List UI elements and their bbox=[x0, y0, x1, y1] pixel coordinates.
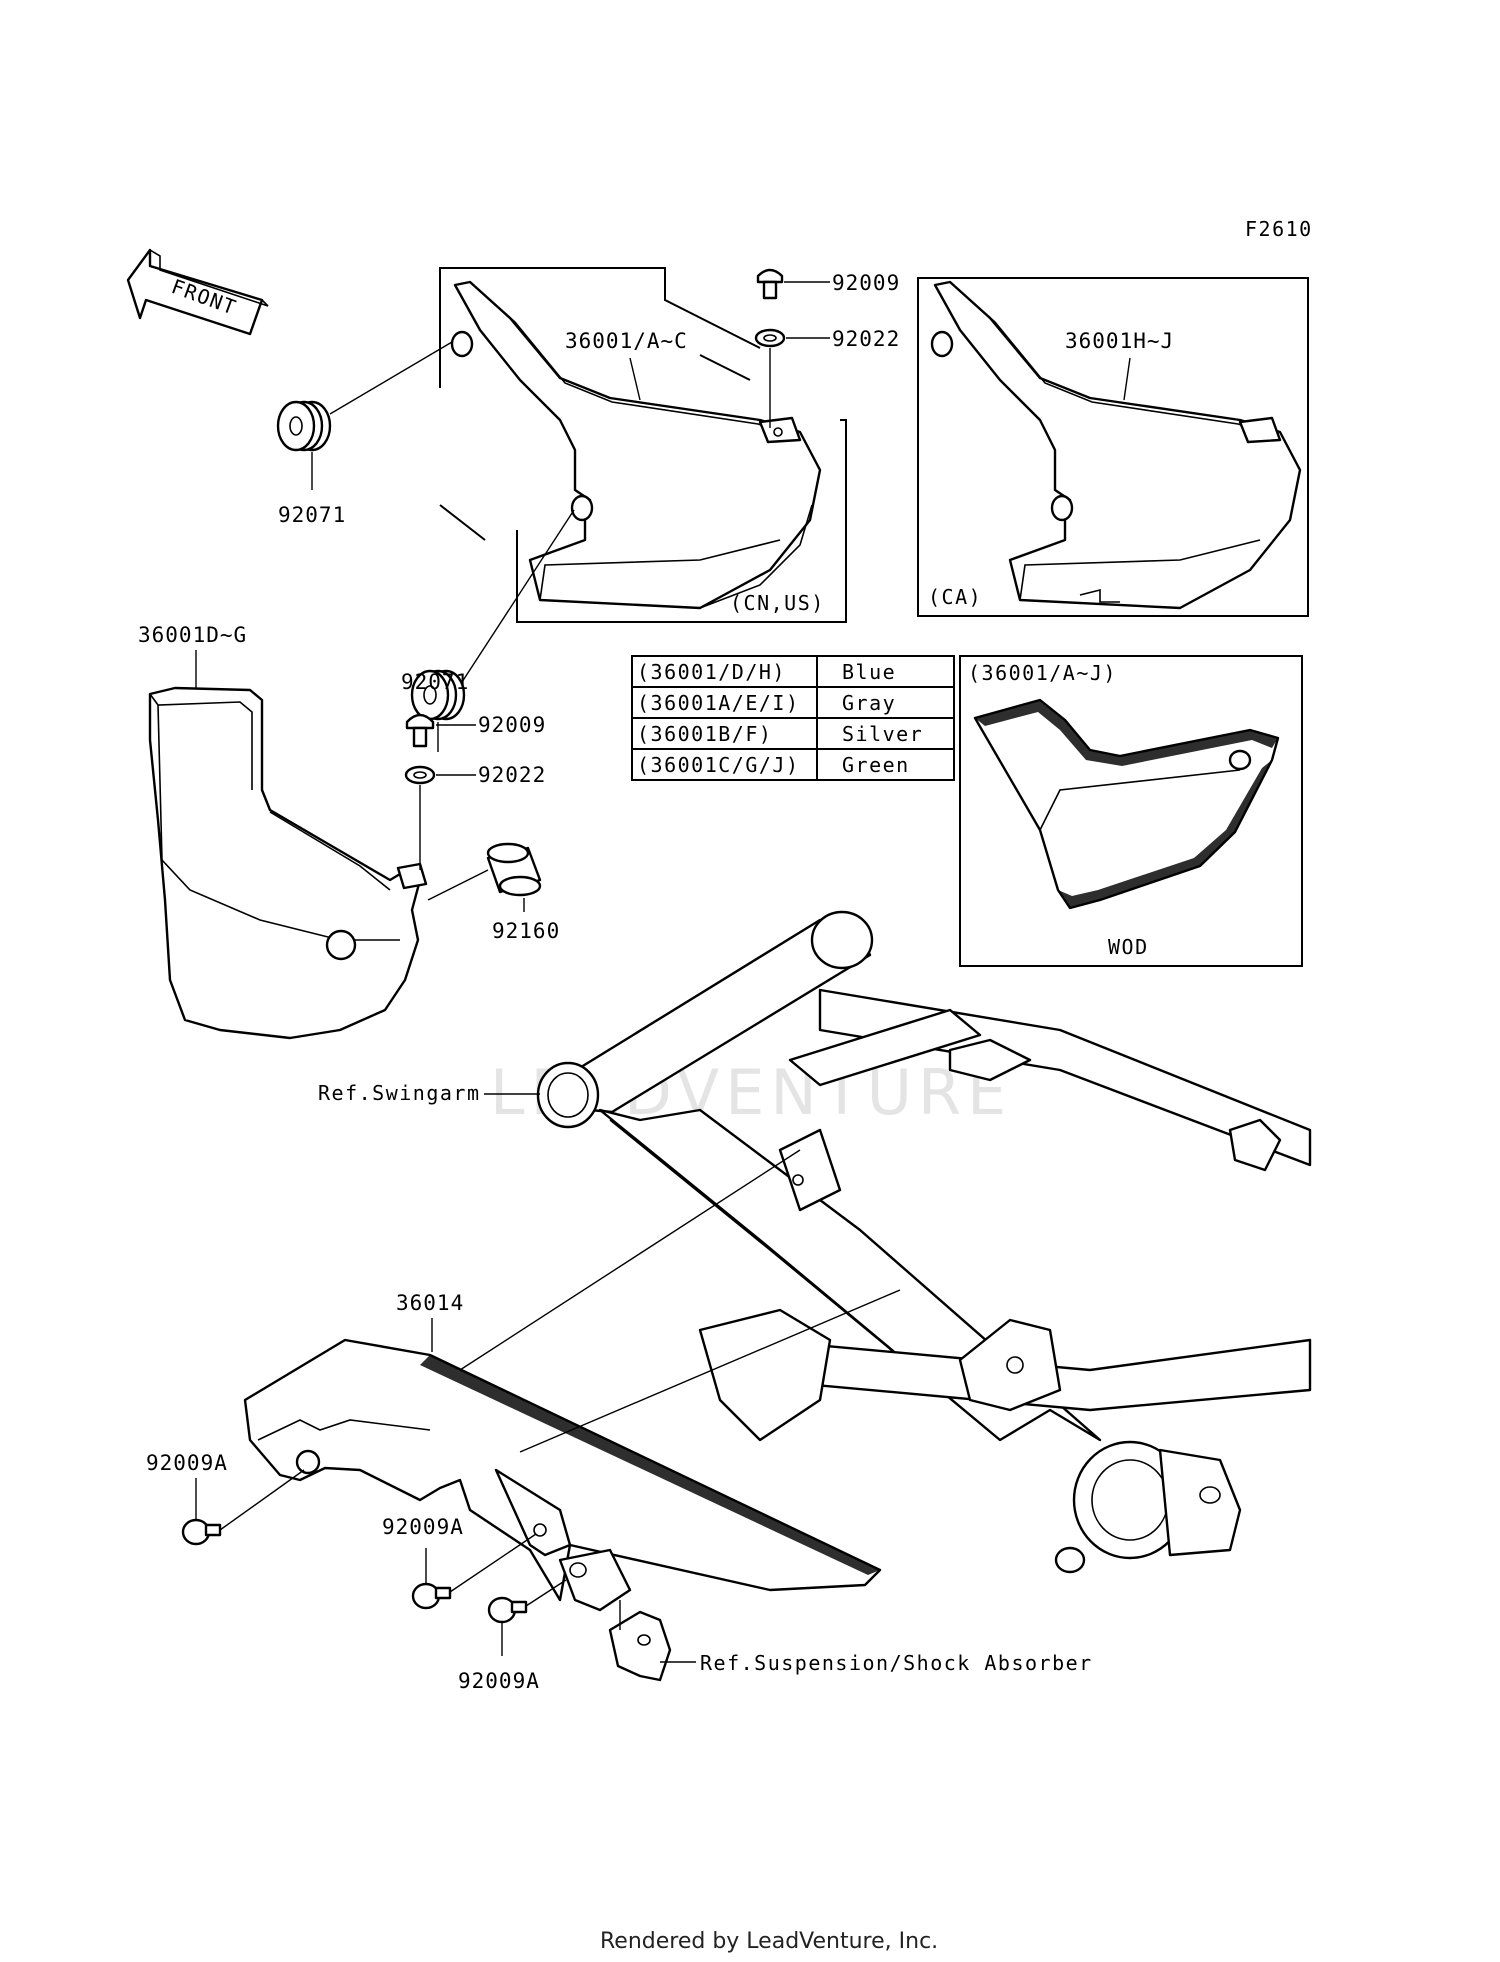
bolt-92009a-3 bbox=[487, 1596, 528, 1624]
chain-guard bbox=[243, 1338, 882, 1612]
side-cover-left bbox=[148, 686, 428, 1040]
chain-guard-label: 36014 bbox=[396, 1291, 464, 1315]
region-ca-label: (CA) bbox=[928, 585, 982, 609]
footer-credit: Rendered by LeadVenture, Inc. bbox=[600, 1929, 938, 1954]
color-table-color-3: Silver bbox=[842, 722, 923, 746]
washer-92022-left bbox=[404, 765, 436, 785]
grommet-92071-upper-label: 92071 bbox=[278, 503, 346, 527]
region-cn-us-label: (CN,US) bbox=[730, 591, 825, 615]
bolt-92009a-2 bbox=[411, 1582, 452, 1610]
color-table-part-1: (36001/D/H) bbox=[637, 660, 786, 684]
color-table-part-4: (36001C/G/J) bbox=[637, 753, 800, 777]
bolt-92009a-1-label: 92009A bbox=[146, 1451, 228, 1475]
ref-suspension-label: Ref.Suspension/Shock Absorber bbox=[700, 1651, 1093, 1675]
color-table: (36001/D/H) Blue (36001A/E/I) Gray (3600… bbox=[631, 655, 955, 781]
bolt-92009a-1 bbox=[181, 1518, 222, 1546]
bolt-92009a-3-label: 92009A bbox=[458, 1669, 540, 1693]
side-cover-left-label: 36001D~G bbox=[138, 623, 247, 647]
collar-92160-label: 92160 bbox=[492, 919, 560, 943]
ca-cover-frame bbox=[917, 277, 1309, 617]
grommet-lower-text: 92071 bbox=[401, 670, 469, 694]
washer-92022-top bbox=[754, 328, 786, 348]
figure-code: F2610 bbox=[1245, 217, 1313, 241]
grommet-92071-lower bbox=[410, 669, 466, 721]
side-cover-us bbox=[453, 280, 822, 610]
side-cover-ca bbox=[930, 280, 1302, 610]
wod-header-label: (36001/A~J) bbox=[968, 661, 1117, 685]
ref-swingarm-label: Ref.Swingarm bbox=[318, 1081, 481, 1105]
color-table-color-2: Gray bbox=[842, 691, 896, 715]
color-table-part-3: (36001B/F) bbox=[637, 722, 772, 746]
screw-92009-top-label: 92009 bbox=[832, 271, 900, 295]
side-cover-ca-label: 36001H~J bbox=[1065, 329, 1174, 353]
front-arrow-icon: FRONT bbox=[126, 248, 269, 336]
wod-caption: WOD bbox=[1108, 935, 1149, 959]
screw-92009-left-label: 92009 bbox=[478, 713, 546, 737]
color-table-part-2: (36001A/E/I) bbox=[637, 691, 800, 715]
side-cover-us-label: 36001/A~C bbox=[565, 329, 688, 353]
collar-92160 bbox=[486, 842, 542, 897]
wod-frame bbox=[959, 655, 1303, 967]
shock-bracket bbox=[608, 1610, 672, 1682]
bolt-92009a-2-label: 92009A bbox=[382, 1515, 464, 1539]
swingarm bbox=[536, 910, 1312, 1574]
screw-92009-left bbox=[405, 713, 435, 748]
color-table-color-1: Blue bbox=[842, 660, 896, 684]
grommet-92071-upper bbox=[276, 400, 332, 452]
color-table-color-4: Green bbox=[842, 753, 910, 777]
washer-92022-left-label: 92022 bbox=[478, 763, 546, 787]
side-cover-us-group bbox=[439, 267, 847, 623]
screw-92009-top bbox=[756, 268, 784, 300]
washer-92022-top-label: 92022 bbox=[832, 327, 900, 351]
wod-cover-detail bbox=[973, 698, 1280, 910]
